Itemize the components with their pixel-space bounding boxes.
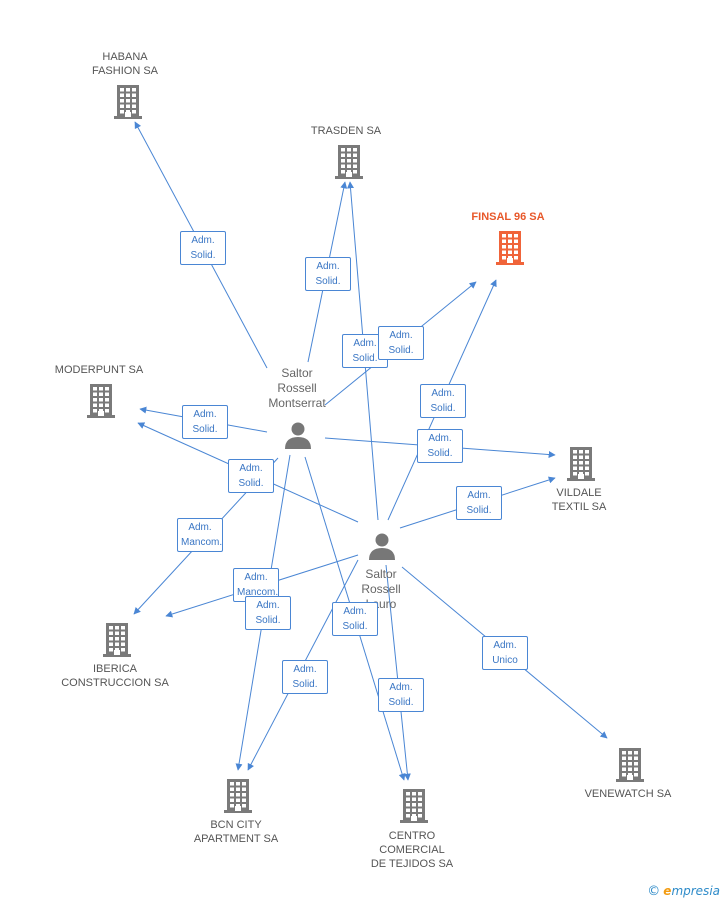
brand-logo-letter: e — [663, 884, 672, 898]
company-trasden-building-icon[interactable] — [335, 145, 363, 184]
edge-label-montserrat-iberica[interactable]: Adm. Mancom. — [177, 518, 223, 552]
edge-label-lauro-vildale[interactable]: Adm. Solid. — [456, 486, 502, 520]
edge-label-lauro-venewatch[interactable]: Adm. Unico — [482, 636, 528, 670]
edge-label-montserrat-moderpunt[interactable]: Adm. Solid. — [182, 405, 228, 439]
company-bcn-building-icon[interactable] — [224, 779, 252, 818]
company-finsal-label[interactable]: FINSAL 96 SA — [471, 211, 545, 223]
copyright-icon: © — [647, 884, 661, 899]
company-vildale-label[interactable]: VILDALE TEXTIL SA — [551, 487, 607, 513]
company-iberica-label[interactable]: IBERICA CONSTRUCCION SA — [61, 663, 169, 689]
edge-label-montserrat-trasden[interactable]: Adm. Solid. — [305, 257, 351, 291]
edge-label-lauro-bcn[interactable]: Adm. Solid. — [282, 660, 328, 694]
person-montserrat-person-icon[interactable] — [283, 420, 313, 455]
person-lauro-label[interactable]: Saltor Rossell Lauro — [361, 567, 401, 611]
edge-lauro-centro — [385, 564, 411, 781]
company-trasden-label[interactable]: TRASDEN SA — [310, 125, 382, 137]
edge-label-montserrat-finsal[interactable]: Adm. Solid. — [378, 326, 424, 360]
company-finsal-building-icon[interactable] — [496, 231, 524, 270]
edge-label-montserrat-habana[interactable]: Adm. Solid. — [180, 231, 226, 265]
edge-label-lauro-moderpunt[interactable]: Adm. Solid. — [228, 459, 274, 493]
company-venewatch-building-icon[interactable] — [616, 748, 644, 787]
company-venewatch-label[interactable]: VENEWATCH SA — [584, 788, 672, 800]
company-bcn-label[interactable]: BCN CITY APARTMENT SA — [193, 819, 279, 845]
edge-label-montserrat-vildale[interactable]: Adm. Solid. — [417, 429, 463, 463]
company-iberica-building-icon[interactable] — [103, 623, 131, 662]
edge-label-lauro-centro[interactable]: Adm. Solid. — [378, 678, 424, 712]
company-moderpunt-building-icon[interactable] — [87, 384, 115, 423]
company-habana-label[interactable]: HABANA FASHION SA — [91, 51, 159, 77]
edge-label-lauro-finsal[interactable]: Adm. Solid. — [420, 384, 466, 418]
edge-label-montserrat-bcn[interactable]: Adm. Solid. — [245, 596, 291, 630]
edge-label-montserrat-centro[interactable]: Adm. Solid. — [332, 602, 378, 636]
company-centro-label[interactable]: CENTRO COMERCIAL DE TEJIDOS SA — [370, 830, 454, 870]
company-centro-building-icon[interactable] — [400, 789, 428, 828]
empresia-brand[interactable]: ©empresia — [647, 884, 720, 899]
brand-name: mpresia — [671, 884, 720, 898]
company-moderpunt-label[interactable]: MODERPUNT SA — [54, 364, 144, 376]
person-lauro-person-icon[interactable] — [367, 531, 397, 566]
person-montserrat-label[interactable]: Saltor Rossell Montserrat — [268, 366, 326, 410]
company-vildale-building-icon[interactable] — [567, 447, 595, 486]
company-habana-building-icon[interactable] — [114, 85, 142, 124]
